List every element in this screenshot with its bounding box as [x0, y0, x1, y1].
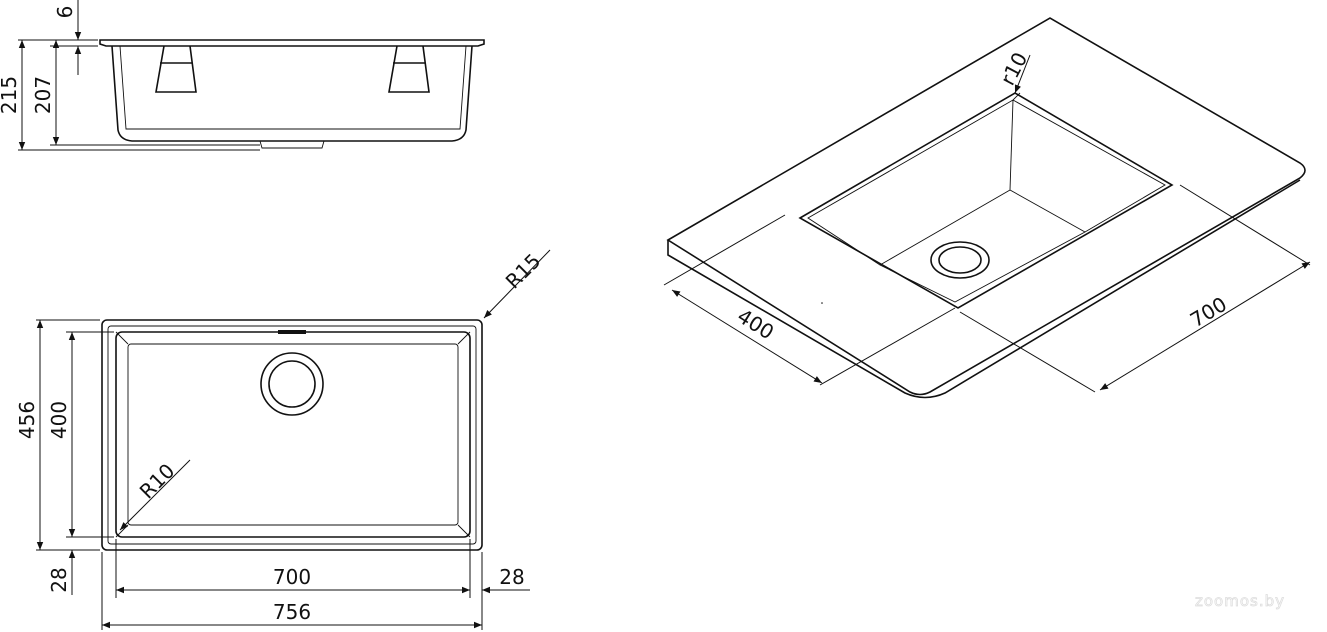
dim-bowl-depth: 207	[31, 76, 55, 114]
dim-total-height: 215	[0, 76, 21, 114]
dim-inner-height: 400	[47, 401, 71, 439]
top-view: 456 400 28 700 28 756 R15 R10	[15, 249, 551, 630]
side-view: 215 207 6	[0, 0, 485, 151]
dim-flange-bottom: 28	[47, 567, 71, 592]
iso-radius: r10	[995, 48, 1032, 89]
dim-outer-width: 756	[273, 600, 311, 624]
dim-flange-right: 28	[499, 565, 524, 589]
watermark: zoomos.by	[1195, 592, 1285, 610]
isometric-view: 400 700 r10	[663, 17, 1311, 399]
radius-inner: R10	[135, 459, 180, 504]
iso-dim-depth: 400	[733, 304, 778, 345]
radius-outer: R15	[501, 249, 546, 294]
dim-inner-width: 700	[273, 565, 311, 589]
iso-dim-width: 700	[1186, 292, 1231, 332]
dim-flange: 6	[53, 6, 77, 19]
dim-outer-height: 456	[15, 401, 39, 439]
